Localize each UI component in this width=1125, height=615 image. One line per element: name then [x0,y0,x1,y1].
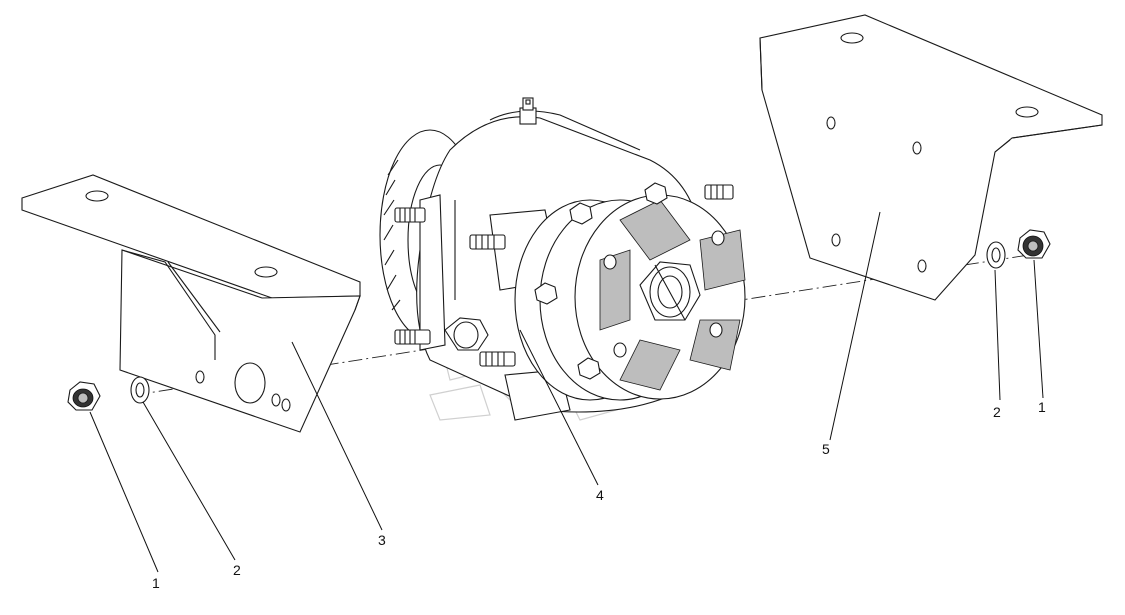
right-washer [986,241,1006,269]
left-hex-nut [67,381,101,411]
right-hex-nut [1017,229,1051,259]
callout-bracket-left: 3 [378,532,386,548]
callout-hub-assembly: 4 [596,487,604,503]
hub-assembly [379,97,746,421]
left-washer [130,376,150,404]
right-mounting-bracket [759,14,1103,301]
callout-bracket-right: 5 [822,441,830,457]
callout-washer-left: 2 [233,562,241,578]
callout-nut-right: 1 [1038,399,1046,415]
left-mounting-bracket [21,174,361,433]
callout-washer-right: 2 [993,404,1001,420]
leader-lines [89,211,1044,573]
callout-nut-left: 1 [152,575,160,591]
